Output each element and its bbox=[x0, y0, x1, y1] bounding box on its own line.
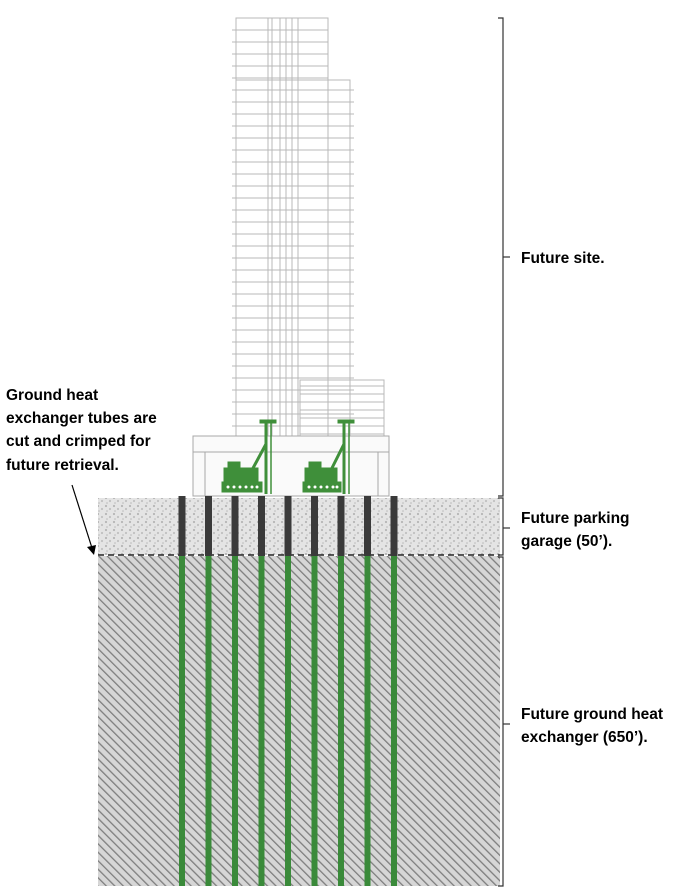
ground-loop-pipe bbox=[285, 556, 291, 886]
future-tower-elevation bbox=[232, 17, 385, 496]
tower-core bbox=[235, 17, 329, 437]
note-line-3: cut and crimped for bbox=[6, 433, 151, 450]
ghx-label-1: Future ground heat bbox=[521, 706, 663, 723]
ground-loop-pipe bbox=[232, 556, 238, 886]
note-line-2: exchanger tubes are bbox=[6, 410, 157, 427]
parking-garage-zone bbox=[98, 498, 500, 555]
parking-garage-label-2: garage (50’). bbox=[521, 533, 612, 550]
ground-loop-pipe bbox=[205, 556, 212, 886]
note-arrow bbox=[71, 484, 96, 555]
ground-loop-pipe bbox=[391, 556, 397, 886]
ground-loop-pipe bbox=[364, 556, 371, 886]
dimension-brackets bbox=[498, 17, 510, 887]
drilling-rig-right bbox=[302, 419, 355, 494]
ground-loop-pipe bbox=[258, 556, 265, 886]
borehole-casing bbox=[311, 496, 318, 556]
tower-annex bbox=[299, 379, 385, 437]
ground-loop-pipe bbox=[311, 556, 318, 886]
future-site-label: Future site. bbox=[521, 250, 605, 267]
borehole-casing bbox=[390, 496, 398, 556]
borehole-casing bbox=[205, 496, 212, 556]
borehole-group bbox=[178, 496, 398, 886]
parking-garage-label-1: Future parking bbox=[521, 510, 630, 527]
borehole-casing bbox=[231, 496, 239, 556]
ground-heat-exchanger-zone bbox=[98, 556, 500, 886]
borehole-casing bbox=[284, 496, 292, 556]
note-line-1: Ground heat bbox=[6, 387, 98, 404]
ground-loop-pipe bbox=[179, 556, 185, 886]
ghx-label-2: exchanger (650’). bbox=[521, 729, 648, 746]
drilling-rig-left bbox=[221, 419, 277, 494]
borehole-casing bbox=[337, 496, 345, 556]
ground-loop-pipe bbox=[338, 556, 344, 886]
borehole-casing bbox=[258, 496, 265, 556]
borehole-casing bbox=[178, 496, 186, 556]
borehole-casing bbox=[364, 496, 371, 556]
note-line-4: future retrieval. bbox=[6, 457, 119, 474]
